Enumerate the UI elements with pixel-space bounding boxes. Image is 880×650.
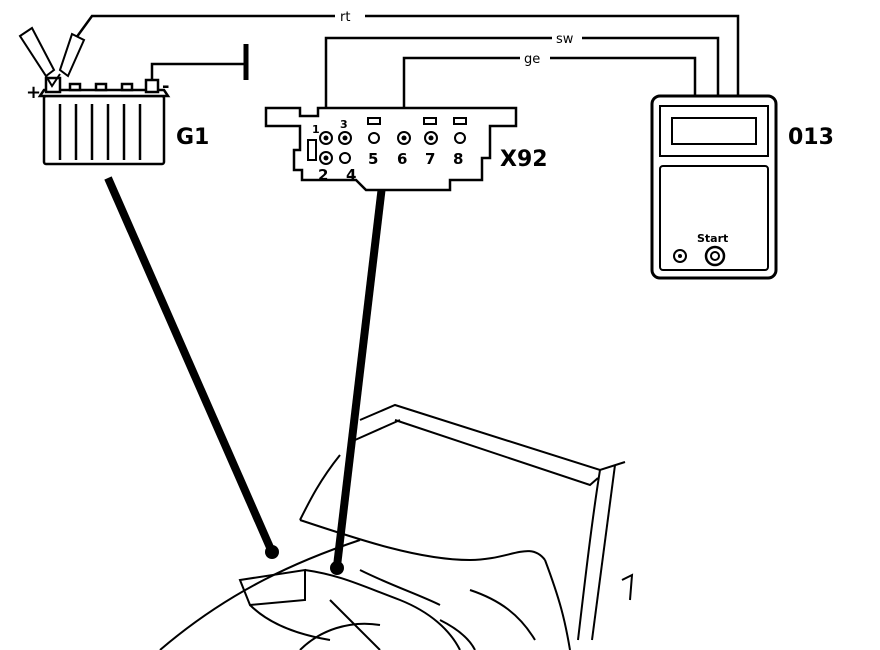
tester-label: 013 — [788, 125, 834, 150]
pin-label-8: 8 — [453, 150, 463, 168]
battery-minus-label: - — [162, 76, 169, 97]
tester-start-button[interactable] — [704, 245, 726, 267]
pin-socket-1 — [319, 131, 333, 145]
wire-black — [324, 36, 720, 108]
wire-red — [74, 14, 740, 98]
pin-label-3: 3 — [340, 118, 348, 131]
vehicle-interior-sketch — [159, 403, 634, 650]
pin-label-4: 4 — [346, 166, 356, 184]
tester-013: Start — [650, 94, 778, 280]
battery-plus-label: + — [26, 82, 41, 103]
pin-label-7: 7 — [425, 150, 435, 168]
clamp-icon — [18, 26, 86, 88]
wire-yellow-label: ge — [524, 52, 540, 67]
battery-location-line — [104, 176, 276, 554]
battery-g1 — [37, 62, 244, 166]
pin-socket-2 — [319, 151, 333, 165]
pin-socket-8a — [454, 132, 466, 144]
tester-start-label: Start — [697, 232, 728, 245]
tester-panel — [659, 165, 769, 271]
location-pointer-lines — [104, 176, 386, 575]
wire-red-label: rt — [340, 10, 350, 25]
pin-label-2: 2 — [318, 166, 328, 184]
connector-label: X92 — [500, 147, 548, 172]
connector-location-dot — [330, 561, 344, 575]
pin-socket-4 — [339, 152, 351, 164]
connector-housing — [264, 106, 518, 192]
connector-x92: 1 3 2 4 5 6 7 8 — [264, 106, 518, 192]
pin-socket-5a — [368, 132, 380, 144]
pin-socket-7a — [424, 131, 438, 145]
battery-label: G1 — [176, 125, 209, 150]
pin-label-1: 1 — [312, 123, 320, 136]
tester-display — [671, 117, 757, 145]
pin-label-5: 5 — [368, 150, 378, 168]
pin-socket-6a — [397, 131, 411, 145]
wire-black-label: sw — [556, 32, 574, 47]
battery-location-dot — [265, 545, 279, 559]
pin-socket-3 — [338, 131, 352, 145]
connector-location-line — [333, 185, 386, 567]
pin-label-6: 6 — [397, 150, 407, 168]
